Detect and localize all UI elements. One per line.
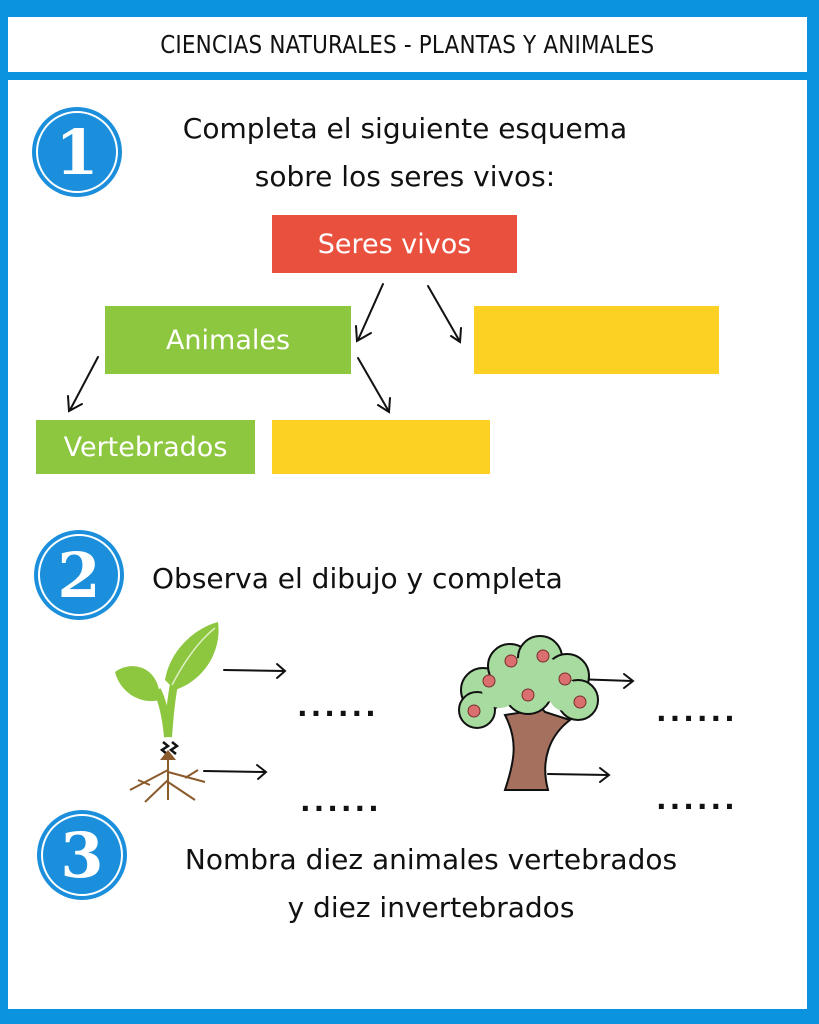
instruction-line-1: Nombra diez animales vertebrados [184, 843, 678, 876]
diagram-blank-box-right[interactable] [474, 306, 719, 374]
instruction-line-1: Completa el siguiente esquema [182, 112, 628, 145]
badge-number: 1 [55, 115, 99, 189]
diagram-root-box: Seres vivos [272, 215, 517, 273]
answer-blank-tree-trunk[interactable]: ...... [656, 783, 738, 816]
number-badge-3: 3 [37, 810, 127, 900]
animales-label: Animales [165, 324, 291, 356]
diagram-vertebrados-box: Vertebrados [36, 420, 255, 474]
diagram-animales-box: Animales [105, 306, 351, 374]
diagram-blank-box-invertebrados[interactable] [272, 420, 490, 474]
page-title: CIENCIAS NATURALES - PLANTAS Y ANIMALES [160, 30, 655, 59]
section3-instruction: Nombra diez animales vertebrados y diez … [146, 836, 716, 932]
number-badge-2: 2 [34, 530, 124, 620]
answer-blank-plant-roots[interactable]: ...... [300, 785, 382, 818]
number-badge-1: 1 [32, 107, 122, 197]
section2-instruction: Observa el dibujo y completa [152, 562, 563, 595]
instruction-line-2: y diez invertebrados [287, 891, 575, 924]
answer-blank-tree-fruit[interactable]: ...... [656, 695, 738, 728]
vertebrados-label: Vertebrados [63, 431, 228, 463]
header-banner: CIENCIAS NATURALES - PLANTAS Y ANIMALES [8, 17, 807, 72]
answer-blank-plant-leaves[interactable]: ...... [297, 690, 379, 723]
section1-instruction: Completa el siguiente esquema sobre los … [130, 105, 680, 201]
badge-number: 2 [57, 538, 101, 612]
instruction-line-2: sobre los seres vivos: [254, 160, 556, 193]
badge-number: 3 [60, 818, 104, 892]
arrow-icon [357, 283, 384, 341]
root-label: Seres vivos [317, 228, 472, 260]
